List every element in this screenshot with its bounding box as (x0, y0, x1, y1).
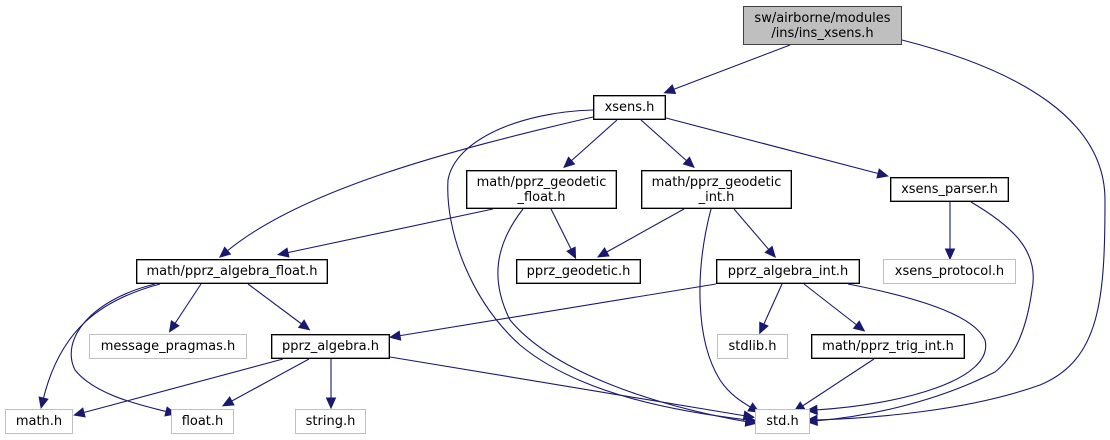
arrowhead-pprz_algebra-to-string (325, 397, 337, 410)
arrowhead-algebra_int-to-std (805, 404, 818, 416)
arrowhead-xsens-to-algebra_float (218, 246, 232, 258)
edge-algebra_float-to-float (70, 283, 169, 413)
node-pprz-geodetic-float[interactable]: math/pprz_geodetic _float.h (466, 170, 617, 209)
edge-geodetic_float-to-std (497, 208, 749, 423)
arrowhead-xsens_parser-to-xsens_protocol (944, 248, 956, 261)
arrowhead-xsens-to-geodetic_float (563, 156, 576, 169)
arrowhead-xsens-to-geodetic_int (682, 156, 695, 169)
arrowhead-xsens-to-xsens_parser (876, 168, 889, 179)
arrowhead-geodetic_float-to-std (744, 416, 758, 427)
edge-geodetic_int-to-std (699, 208, 753, 409)
node-ins-xsens[interactable]: sw/airborne/modules /ins/ins_xsens.h (743, 6, 902, 45)
edge-xsens-to-geodetic_int (640, 119, 689, 163)
arrowhead-geodetic_int-to-pprz_geodetic (596, 247, 610, 258)
node-string[interactable]: string.h (295, 409, 366, 434)
node-float[interactable]: float.h (171, 409, 234, 434)
arrowhead-geodetic_int-to-algebra_int (764, 245, 776, 258)
node-math[interactable]: math.h (5, 409, 73, 434)
node-std[interactable]: std.h (755, 409, 810, 434)
edge-algebra_float-to-message_pragmas (173, 283, 202, 326)
arrowhead-xsens_parser-to-std (805, 415, 818, 427)
arrowhead-ins_xsens-to-xsens (663, 84, 677, 95)
arrowhead-pprz_algebra-to-float (221, 396, 235, 407)
arrowhead-algebra_int-to-pprz_algebra (388, 330, 402, 341)
edge-xsens_parser-to-std (814, 201, 1034, 422)
node-message-pragmas[interactable]: message_pragmas.h (89, 334, 247, 359)
edge-geodetic_float-to-pprz_geodetic (550, 208, 573, 252)
edge-algebra_int-to-stdlib (762, 283, 783, 327)
node-xsens[interactable]: xsens.h (593, 95, 666, 120)
edge-geodetic_int-to-pprz_geodetic (604, 208, 685, 254)
node-stdlib[interactable]: stdlib.h (717, 334, 788, 359)
edge-algebra_float-to-pprz_algebra (247, 283, 304, 326)
node-xsens-protocol[interactable]: xsens_protocol.h (883, 259, 1016, 284)
node-pprz-algebra[interactable]: pprz_algebra.h (271, 334, 390, 359)
edge-xsens-to-xsens_parser (665, 117, 881, 175)
arrowhead-algebra_int-to-stdlib (759, 321, 769, 335)
edge-xsens-to-algebra_float (225, 116, 594, 253)
edge-algebra_int-to-std (814, 283, 987, 411)
node-pprz-geodetic-int[interactable]: math/pprz_geodetic _int.h (641, 170, 792, 209)
arrowhead-geodetic_float-to-algebra_float (276, 247, 290, 258)
edge-geodetic_int-to-algebra_int (733, 208, 771, 252)
edge-pprz_algebra-to-float (229, 358, 310, 403)
edge-geodetic_float-to-algebra_float (285, 208, 494, 254)
node-xsens-parser[interactable]: xsens_parser.h (890, 177, 1009, 202)
edge-algebra_int-to-pprz_algebra (397, 283, 717, 337)
arrowhead-pprz_algebra-to-std (742, 410, 756, 421)
edge-ins_xsens-to-xsens (671, 44, 791, 91)
node-pprz-trig-int[interactable]: math/pprz_trig_int.h (811, 334, 965, 359)
edge-xsens-to-geodetic_float (569, 119, 618, 163)
edge-xsens-to-std (447, 109, 749, 421)
arrowhead-algebra_float-to-message_pragmas (168, 320, 180, 333)
arrowhead-geodetic_float-to-pprz_geodetic (566, 246, 577, 260)
node-pprz-geodetic[interactable]: pprz_geodetic.h (516, 259, 641, 284)
edge-pprz_algebra-to-std (389, 356, 747, 417)
arrowhead-algebra_int-to-trig_int (852, 320, 866, 332)
node-pprz-algebra-int[interactable]: pprz_algebra_int.h (716, 259, 860, 284)
edge-ins_xsens-to-std (814, 39, 1106, 421)
edge-pprz_algebra-to-math (81, 358, 284, 414)
edge-trig_int-to-std (800, 358, 875, 408)
arrowhead-algebra_float-to-math (38, 396, 49, 409)
edge-algebra_int-to-trig_int (803, 283, 859, 327)
node-pprz-algebra-float[interactable]: math/pprz_algebra_float.h (136, 259, 328, 284)
arrowhead-pprz_algebra-to-math (73, 407, 86, 418)
arrowhead-algebra_float-to-pprz_algebra (297, 319, 311, 331)
